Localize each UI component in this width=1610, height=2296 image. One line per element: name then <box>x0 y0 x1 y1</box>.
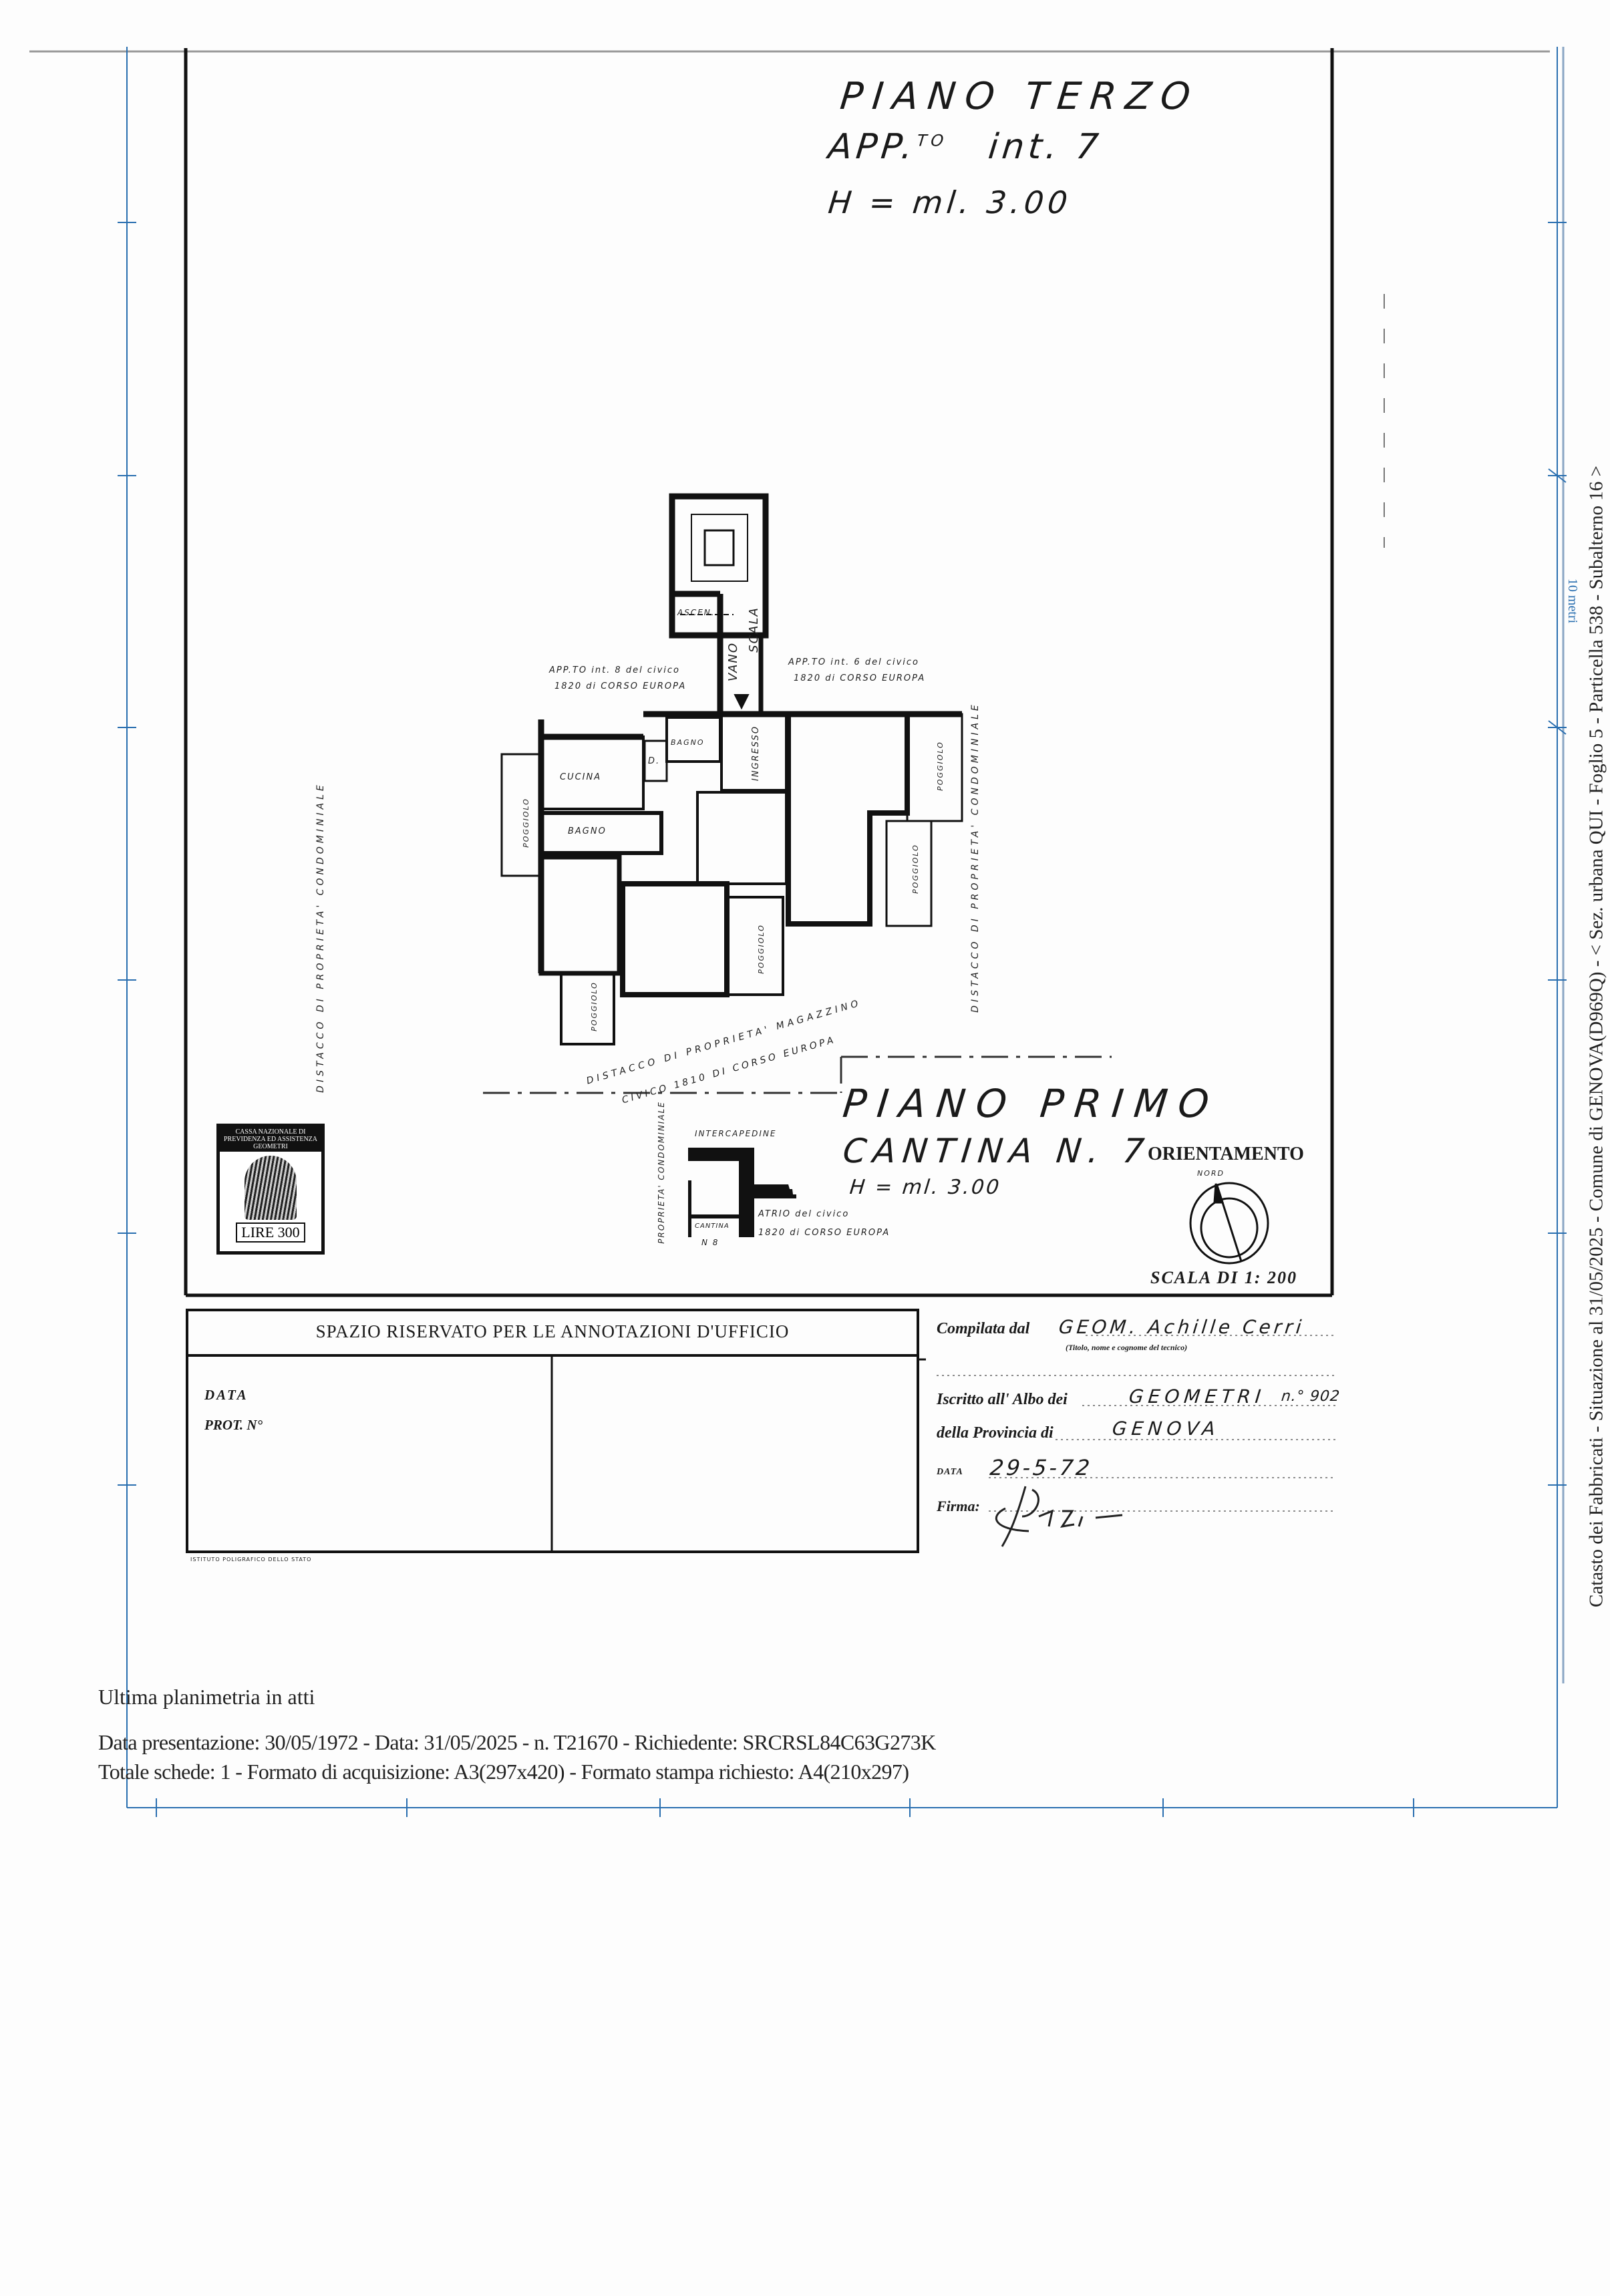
office-prot-label: PROT. N° <box>204 1417 263 1433</box>
office-date-label: DATA <box>204 1387 249 1403</box>
north-label: NORD <box>1197 1169 1225 1178</box>
footer-last-plan: Ultima planimetria in atti <box>98 1685 315 1709</box>
tech-date-value: 29-5-72 <box>989 1455 1094 1480</box>
compiled-by-hint: (Titolo, nome e cognome del tecnico) <box>1066 1343 1188 1352</box>
room-kitchen: CUCINA <box>560 772 602 782</box>
cellar-plan <box>688 1148 796 1237</box>
scale-bar <box>1548 468 1567 735</box>
signature-scribble <box>995 1486 1123 1547</box>
floor-plan-third-floor <box>483 493 1112 1094</box>
blue-frame <box>118 47 1567 1817</box>
cellar-unit: CANTINA N. 7 <box>840 1132 1153 1170</box>
unit-title: APP.TO int. 7 <box>826 127 1104 167</box>
apartment-walls <box>500 711 963 1045</box>
cellar-neighbor-line2: N 8 <box>701 1238 719 1247</box>
printer-credit: ISTITUTO POLIGRAFICO DELLO STATO <box>190 1556 312 1563</box>
balcony-right-top: POGGIOLO <box>935 741 945 791</box>
unit-prefix: APP. <box>826 127 919 167</box>
tech-date-label: DATA <box>937 1467 963 1477</box>
compiled-by-value: GEOM. Achille Cerri <box>1058 1316 1306 1338</box>
scale-bar-label: 10 metri <box>1565 578 1581 624</box>
orientation-title: ORIENTAMENTO <box>1148 1144 1304 1164</box>
stair-tower <box>669 493 769 714</box>
stamp-value: LIRE 300 <box>236 1222 305 1243</box>
register-label: Iscritto all' Albo dei <box>937 1391 1068 1408</box>
balcony-center: POGGIOLO <box>756 924 766 974</box>
floor-title: PIANO TERZO <box>838 75 1202 118</box>
cadastre-margin-info: Catasto dei Fabbricati - Situazione al 3… <box>1585 465 1607 1608</box>
boundary-left-label: DISTACCO DI PROPRIETA' CONDOMINIALE <box>315 782 326 1093</box>
province-value: GENOVA <box>1111 1418 1221 1440</box>
boundary-right-label: DISTACCO DI PROPRIETA' CONDOMINIALE <box>970 701 981 1013</box>
room-entrance: INGRESSO <box>751 725 762 782</box>
signature-label: Firma: <box>937 1498 980 1514</box>
scale-label: SCALA DI 1: 200 <box>1150 1268 1297 1287</box>
balcony-left: POGGIOLO <box>521 798 530 848</box>
cellar-gap-label: INTERCAPEDINE <box>695 1129 777 1138</box>
balcony-right-bottom: POGGIOLO <box>911 844 920 894</box>
footer-submission-info: Data presentazione: 30/05/1972 - Data: 3… <box>98 1730 936 1754</box>
room-bagno-small: BAGNO <box>671 738 705 747</box>
drawing-frame <box>184 48 1334 1297</box>
frame-ticks <box>118 222 1567 1817</box>
register-number: n.° 902 <box>1280 1388 1341 1405</box>
footer-format-info: Totale schede: 1 - Formato di acquisizio… <box>98 1760 909 1784</box>
technician-dotted-lines <box>937 1335 1336 1512</box>
office-annotation-box <box>186 1309 926 1553</box>
neighbor-right-line1: APP.TO int. 6 del civico <box>788 657 919 667</box>
lift-label: ASCEN. <box>677 608 715 617</box>
room-bathroom: BAGNO <box>568 826 607 836</box>
cellar-floor-title: PIANO PRIMO <box>840 1081 1222 1126</box>
cellar-side-label: PROPRIETA' CONDOMINIALE <box>657 1101 666 1244</box>
register-value: GEOMETRI <box>1128 1385 1267 1408</box>
cellar-neighbor-line1: CANTINA <box>695 1222 730 1230</box>
compiled-by-label: Compilata dal <box>937 1320 1030 1337</box>
cellar-atrium-line1: ATRIO del civico <box>758 1209 850 1219</box>
balcony-bottom-left: POGGIOLO <box>589 981 599 1031</box>
neighbor-left-line2: 1820 di CORSO EUROPA <box>554 681 687 691</box>
cellar-atrium-line2: 1820 di CORSO EUROPA <box>758 1228 891 1238</box>
neighbor-left-line1: APP.TO int. 8 del civico <box>549 665 680 675</box>
unit-number: int. 7 <box>986 127 1104 167</box>
cellar-height: H = ml. 3.00 <box>848 1176 1003 1199</box>
stair-label-a: VANO <box>726 641 741 682</box>
stair-label-b: SCALA <box>746 607 761 653</box>
office-box-title: SPAZIO RISERVATO PER LE ANNOTAZIONI D'UF… <box>315 1321 790 1341</box>
floor-height: H = ml. 3.00 <box>826 184 1074 220</box>
revenue-stamp: CASSA NAZIONALE DI PREVIDENZA ED ASSISTE… <box>216 1124 325 1255</box>
north-arrow-compass <box>1189 1182 1269 1265</box>
neighbor-right-line2: 1820 di CORSO EUROPA <box>794 673 926 683</box>
room-closet: D. <box>648 756 661 766</box>
stamp-portrait <box>245 1156 297 1220</box>
unit-sup: TO <box>916 131 949 150</box>
boundary-dashed-lines <box>483 1055 1112 1094</box>
province-label: della Provincia di <box>937 1424 1054 1442</box>
stamp-issuer: CASSA NAZIONALE DI PREVIDENZA ED ASSISTE… <box>220 1127 321 1152</box>
